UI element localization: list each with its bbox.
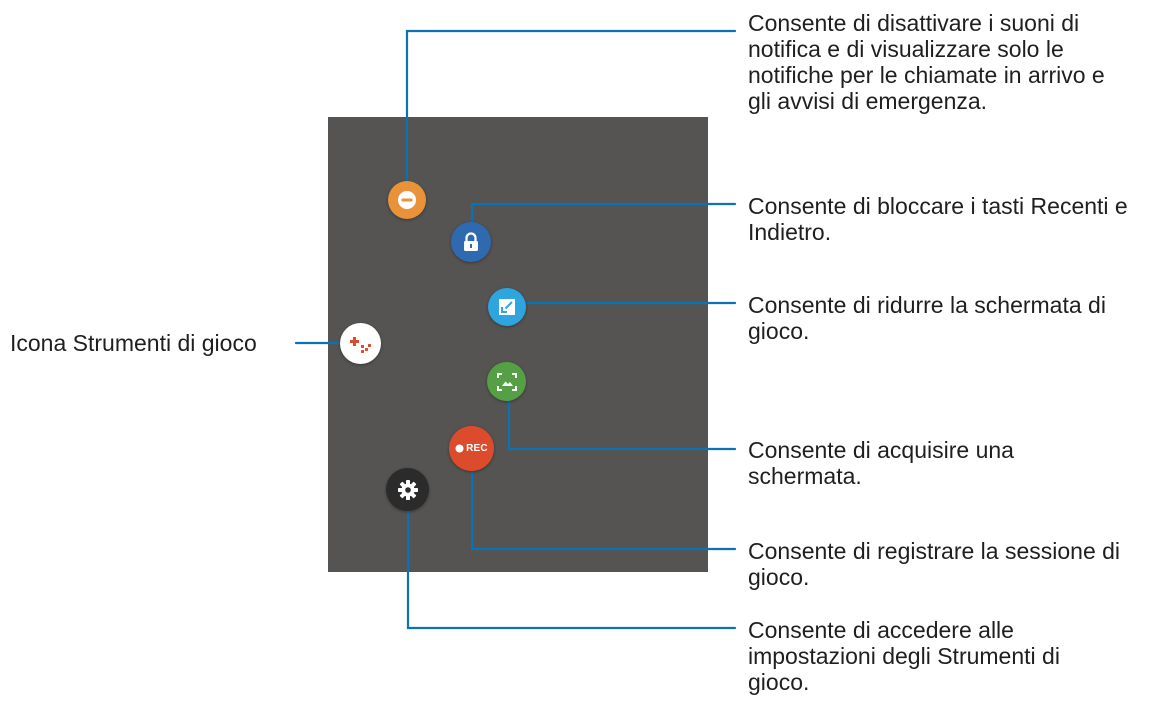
- screenshot-button[interactable]: [487, 362, 526, 401]
- minimize-icon: [499, 299, 515, 315]
- callout-lock-nav: Consente di bloccare i tasti Recenti e I…: [748, 193, 1128, 245]
- callout-screenshot: Consente di acquisire una schermata.: [748, 437, 1014, 489]
- record-icon: [455, 444, 464, 453]
- minus-circle-icon: [398, 191, 416, 209]
- callout-record: Consente di registrare la sessione di gi…: [748, 538, 1121, 590]
- callout-no-alerts: Consente di disattivare i suoni di notif…: [748, 10, 1105, 114]
- gamepad-plus-icon: [349, 336, 371, 353]
- label-game-tools-icon: Icona Strumenti di gioco: [10, 330, 257, 356]
- no-alerts-button[interactable]: [388, 181, 426, 219]
- record-button-label: REC: [466, 443, 488, 454]
- screenshot-icon: [496, 372, 517, 391]
- gear-icon: [397, 479, 418, 500]
- leader-line-lock: [470, 202, 737, 224]
- lock-icon: [464, 232, 478, 251]
- callout-minimize: Consente di ridurre la schermata di gioc…: [748, 292, 1106, 344]
- minimize-button[interactable]: [488, 288, 526, 326]
- game-tools-button[interactable]: [340, 323, 381, 364]
- record-button[interactable]: REC: [449, 426, 494, 471]
- callout-settings: Consente di accedere alle impostazioni d…: [748, 617, 1060, 695]
- leader-line-no-alerts: [405, 29, 737, 184]
- leader-line-record: [470, 464, 737, 551]
- lock-nav-button[interactable]: [451, 222, 491, 262]
- leader-line-screenshot: [507, 398, 737, 451]
- settings-button[interactable]: [386, 468, 429, 511]
- leader-line-settings: [406, 508, 737, 630]
